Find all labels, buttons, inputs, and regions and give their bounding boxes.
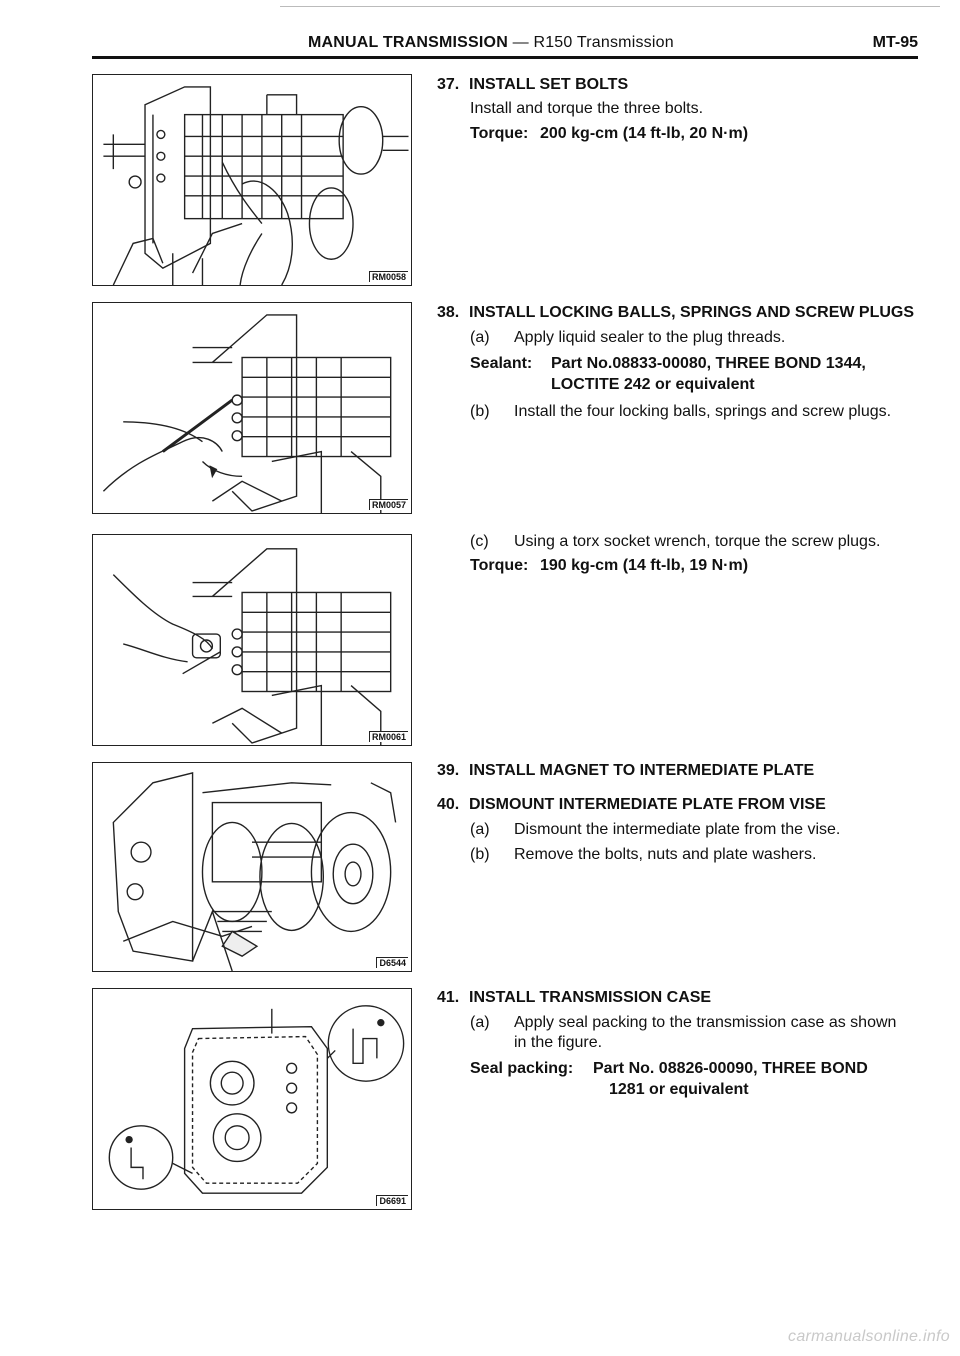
torque-label: Torque: [470,557,529,574]
figure-intermediate-plate: D6544 [92,762,412,972]
step-number: 38. [437,304,460,321]
watermark: carmanualsonline.info [788,1328,950,1345]
step-38b: (b) Install the four locking balls, sprin… [470,402,922,422]
header-separator: — [507,34,534,51]
step-number: 40. [437,796,460,813]
step-40b: (b) Remove the bolts, nuts and plate wash… [470,845,922,865]
step-number: 41. [437,989,460,1006]
figure-code: D6544 [376,957,408,968]
figure-transmission-case: D6691 [92,988,412,1210]
figure-code: RM0061 [368,731,408,742]
step-number: 37. [437,76,460,93]
sealant-line-1: Part No.08833-00080, THREE BOND 1344, [551,355,866,372]
step-number: 39. [437,762,460,779]
header-subsection: R150 Transmission [533,34,674,51]
step-38-sealant: Sealant: Part No.08833-00080, THREE BOND… [470,353,866,395]
figure-drawing [102,314,392,513]
sub-text-line-1: Apply seal packing to the transmission c… [514,1014,897,1031]
step-41a: (a) Apply seal packing to the transmissio… [470,1013,922,1053]
figure-set-bolts: RM0058 [92,74,412,286]
step-41-seal-packing: Seal packing: Part No. 08826-00090, THRE… [470,1058,868,1100]
step-40-title: 40. DISMOUNT INTERMEDIATE PLATE FROM VISE [437,796,826,814]
sealant-label: Sealant: [470,355,533,372]
sub-letter: (a) [470,329,490,346]
figure-code: D6691 [376,1195,408,1206]
sub-text: Dismount the intermediate plate from the… [514,821,841,838]
sub-text: Using a torx socket wrench, torque the s… [514,533,881,550]
sub-text: Apply liquid sealer to the plug threads. [514,329,786,346]
step-39-title: 39. INSTALL MAGNET TO INTERMEDIATE PLATE [437,762,814,780]
figure-drawing [112,548,392,745]
step-38c: (c) Using a torx socket wrench, torque th… [470,532,922,552]
header-section: MANUAL TRANSMISSION [308,34,508,51]
step-37-torque: Torque: 200 kg-cm (14 ft-lb, 20 N·m) [470,125,748,143]
torque-value: 190 kg-cm (14 ft-lb, 19 N·m) [540,557,749,574]
step-38-title: 38. INSTALL LOCKING BALLS, SPRINGS AND SC… [437,304,914,322]
step-title: INSTALL LOCKING BALLS, SPRINGS AND SCREW… [469,304,915,321]
torque-label: Torque: [470,125,529,142]
step-37-title: 37. INSTALL SET BOLTS [437,76,628,94]
seal-label: Seal packing: [470,1060,574,1077]
figure-code: RM0058 [368,271,408,282]
sub-text: Remove the bolts, nuts and plate washers… [514,846,817,863]
sub-text-line-2: in the figure. [514,1034,603,1051]
sub-letter: (a) [470,821,490,838]
torque-value: 200 kg-cm (14 ft-lb, 20 N·m) [540,125,749,142]
sub-letter: (a) [470,1014,490,1031]
step-title: INSTALL TRANSMISSION CASE [469,989,712,1006]
figure-drawing [103,86,409,285]
sub-text: Install the four locking balls, springs … [514,403,892,420]
step-38-torque: Torque: 190 kg-cm (14 ft-lb, 19 N·m) [470,557,748,575]
figure-torx-wrench: RM0061 [92,534,412,746]
step-title: DISMOUNT INTERMEDIATE PLATE FROM VISE [469,796,826,813]
figure-code: RM0057 [368,499,408,510]
step-40a: (a) Dismount the intermediate plate from … [470,820,922,840]
step-41-title: 41. INSTALL TRANSMISSION CASE [437,989,711,1007]
step-title: INSTALL SET BOLTS [469,76,629,93]
seal-line-1: Part No. 08826-00090, THREE BOND [593,1060,868,1077]
step-title: INSTALL MAGNET TO INTERMEDIATE PLATE [469,762,815,779]
top-rule [280,6,940,7]
seal-line-2: 1281 or equivalent [609,1081,749,1098]
figure-locking-balls: RM0057 [92,302,412,514]
sub-letter: (b) [470,403,490,420]
sealant-line-2: LOCTITE 242 or equivalent [551,376,755,393]
page-code: MT-95 [872,34,918,51]
page-header: MANUAL TRANSMISSION — R150 Transmission … [92,30,918,59]
step-38a: (a) Apply liquid sealer to the plug threa… [470,328,922,348]
figure-drawing [108,1005,405,1194]
figure-drawing [112,772,397,971]
sub-letter: (c) [470,533,489,550]
sub-letter: (b) [470,846,490,863]
instructions-column: 37. INSTALL SET BOLTS Install and torque … [437,0,922,1356]
step-37-text: Install and torque the three bolts. [470,100,704,117]
header-title: MANUAL TRANSMISSION — R150 Transmission [308,34,674,52]
